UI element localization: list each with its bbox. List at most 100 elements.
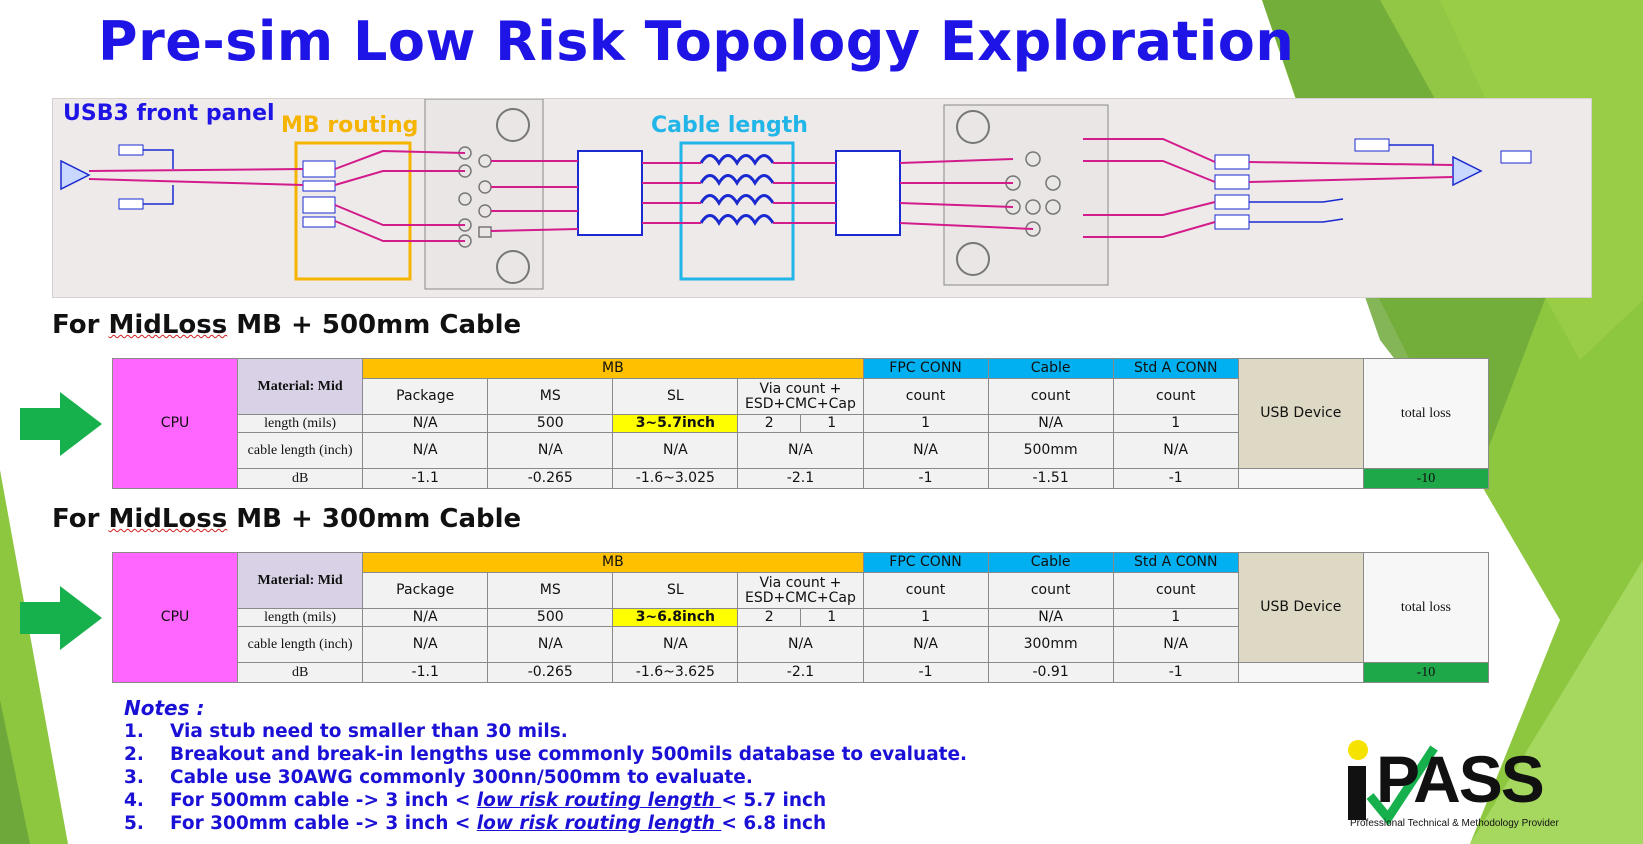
- col-sl: SL: [612, 572, 739, 609]
- cell: -0.265: [487, 662, 614, 683]
- cable-header: Cable: [987, 552, 1114, 573]
- cell: 300mm: [987, 626, 1114, 663]
- cell: N/A: [862, 432, 989, 469]
- col-ms: MS: [487, 572, 614, 609]
- cell: -1.1: [362, 468, 489, 489]
- cell: N/A: [862, 626, 989, 663]
- std-a-conn-header: Std A CONN: [1112, 552, 1239, 573]
- list-item: 4.For 500mm cable -> 3 inch < low risk r…: [124, 790, 827, 811]
- col-via-count: Via count +ESD+CMC+Cap: [737, 378, 864, 415]
- cell: -2.1: [737, 468, 864, 489]
- cell: 1: [1112, 608, 1239, 627]
- cable-length-label: Cable length: [651, 113, 808, 138]
- total-loss-header: total loss: [1362, 552, 1490, 663]
- col-via-count: Via count +ESD+CMC+Cap: [737, 572, 864, 609]
- total-loss-value: -10: [1362, 662, 1490, 683]
- cell: -1.1: [362, 662, 489, 683]
- cell: 500: [487, 608, 614, 627]
- cell: N/A: [362, 608, 489, 627]
- col-stda-count: count: [1112, 572, 1239, 609]
- cell: 1: [862, 608, 989, 627]
- cell: 1: [799, 414, 864, 433]
- usb-device-cell: USB Device: [1237, 552, 1364, 663]
- table-row: cable length (inch) N/A N/A N/A N/A N/A …: [113, 432, 1489, 469]
- mb-group-header: MB: [362, 552, 864, 573]
- empty-cell: [1237, 468, 1364, 489]
- table-heading-500mm: For MidLoss MB + 500mm Cable: [52, 310, 522, 340]
- list-item: 2.Breakout and break-in lengths use comm…: [124, 744, 968, 765]
- list-item: 1.Via stub need to smaller than 30 mils.: [124, 721, 568, 742]
- col-fpc-count: count: [862, 572, 989, 609]
- std-a-conn-header: Std A CONN: [1112, 358, 1239, 379]
- row-label: length (mils): [237, 414, 364, 433]
- cable-header: Cable: [987, 358, 1114, 379]
- col-package: Package: [362, 378, 489, 415]
- cell: 2: [737, 414, 801, 433]
- mb-routing-label: MB routing: [281, 113, 419, 138]
- usb3-front-panel-label: USB3 front panel: [63, 101, 275, 126]
- total-loss-header: total loss: [1362, 358, 1490, 469]
- col-cable-count: count: [987, 378, 1114, 415]
- row-label: length (mils): [237, 608, 364, 627]
- schematic-drawing: [60, 99, 1532, 290]
- cell: -1.6~3.025: [612, 468, 739, 489]
- cell: N/A: [1112, 432, 1239, 469]
- fpc-conn-header: FPC CONN: [862, 552, 989, 573]
- cell: N/A: [362, 626, 489, 663]
- cell: N/A: [612, 626, 739, 663]
- cell: -1: [1112, 662, 1239, 683]
- cell: -1: [862, 662, 989, 683]
- cell: 1: [1112, 414, 1239, 433]
- topology-schematic: USB3 front panel MB routing Cable length: [52, 98, 1592, 298]
- cell: N/A: [362, 432, 489, 469]
- row-label: cable length (inch): [237, 626, 364, 663]
- col-cable-count: count: [987, 572, 1114, 609]
- logo-mark-icon: [1348, 740, 1438, 826]
- green-arrow-icon: [20, 586, 102, 650]
- page-title: Pre-sim Low Risk Topology Exploration: [98, 10, 1295, 73]
- row-label: dB: [237, 662, 364, 683]
- material-cell: Material: Mid: [237, 358, 364, 415]
- cell: N/A: [487, 626, 614, 663]
- table-row: dB -1.1 -0.265 -1.6~3.025 -2.1 -1 -1.51 …: [113, 468, 1490, 489]
- row-label: dB: [237, 468, 364, 489]
- cell: N/A: [987, 414, 1114, 433]
- cell: 2: [737, 608, 801, 627]
- green-arrow-icon: [20, 392, 102, 456]
- row-label: cable length (inch): [237, 432, 364, 469]
- cell: -1: [1112, 468, 1239, 489]
- cell: -0.91: [987, 662, 1114, 683]
- cell: N/A: [487, 432, 614, 469]
- cell: -2.1: [737, 662, 864, 683]
- total-loss-value: -10: [1362, 468, 1490, 489]
- notes-section: Notes : 1.Via stub need to smaller than …: [124, 696, 967, 835]
- col-package: Package: [362, 572, 489, 609]
- usb-device-cell: USB Device: [1237, 358, 1364, 469]
- cell: -1.6~3.625: [612, 662, 739, 683]
- list-item: 5.For 300mm cable -> 3 inch < low risk r…: [124, 813, 827, 834]
- cell: -1.51: [987, 468, 1114, 489]
- cell: -1: [862, 468, 989, 489]
- material-cell: Material: Mid: [237, 552, 364, 609]
- pass-logo: PASS Professional Technical & Methodolog…: [1348, 740, 1628, 830]
- col-sl: SL: [612, 378, 739, 415]
- mb-group-header: MB: [362, 358, 864, 379]
- cell: 1: [862, 414, 989, 433]
- cpu-cell: CPU: [111, 552, 239, 683]
- cell: N/A: [1112, 626, 1239, 663]
- cell: N/A: [987, 608, 1114, 627]
- cell: -0.265: [487, 468, 614, 489]
- cell: N/A: [737, 432, 864, 469]
- col-ms: MS: [487, 378, 614, 415]
- logo-wordmark: PASS: [1376, 742, 1545, 816]
- table-row: length (mils) N/A 500 3~6.8inch 2 1 1 N/…: [113, 608, 1489, 627]
- highlighted-sl-length: 3~6.8inch: [612, 608, 739, 627]
- cell: N/A: [737, 626, 864, 663]
- cell: N/A: [362, 414, 489, 433]
- cell: 500mm: [987, 432, 1114, 469]
- list-item: 3.Cable use 30AWG commonly 300nn/500mm t…: [124, 767, 753, 788]
- col-fpc-count: count: [862, 378, 989, 415]
- table-row: cable length (inch) N/A N/A N/A N/A N/A …: [113, 626, 1489, 663]
- logo-tagline: Professional Technical & Methodology Pro…: [1350, 818, 1559, 829]
- table-heading-300mm: For MidLoss MB + 300mm Cable: [52, 504, 522, 534]
